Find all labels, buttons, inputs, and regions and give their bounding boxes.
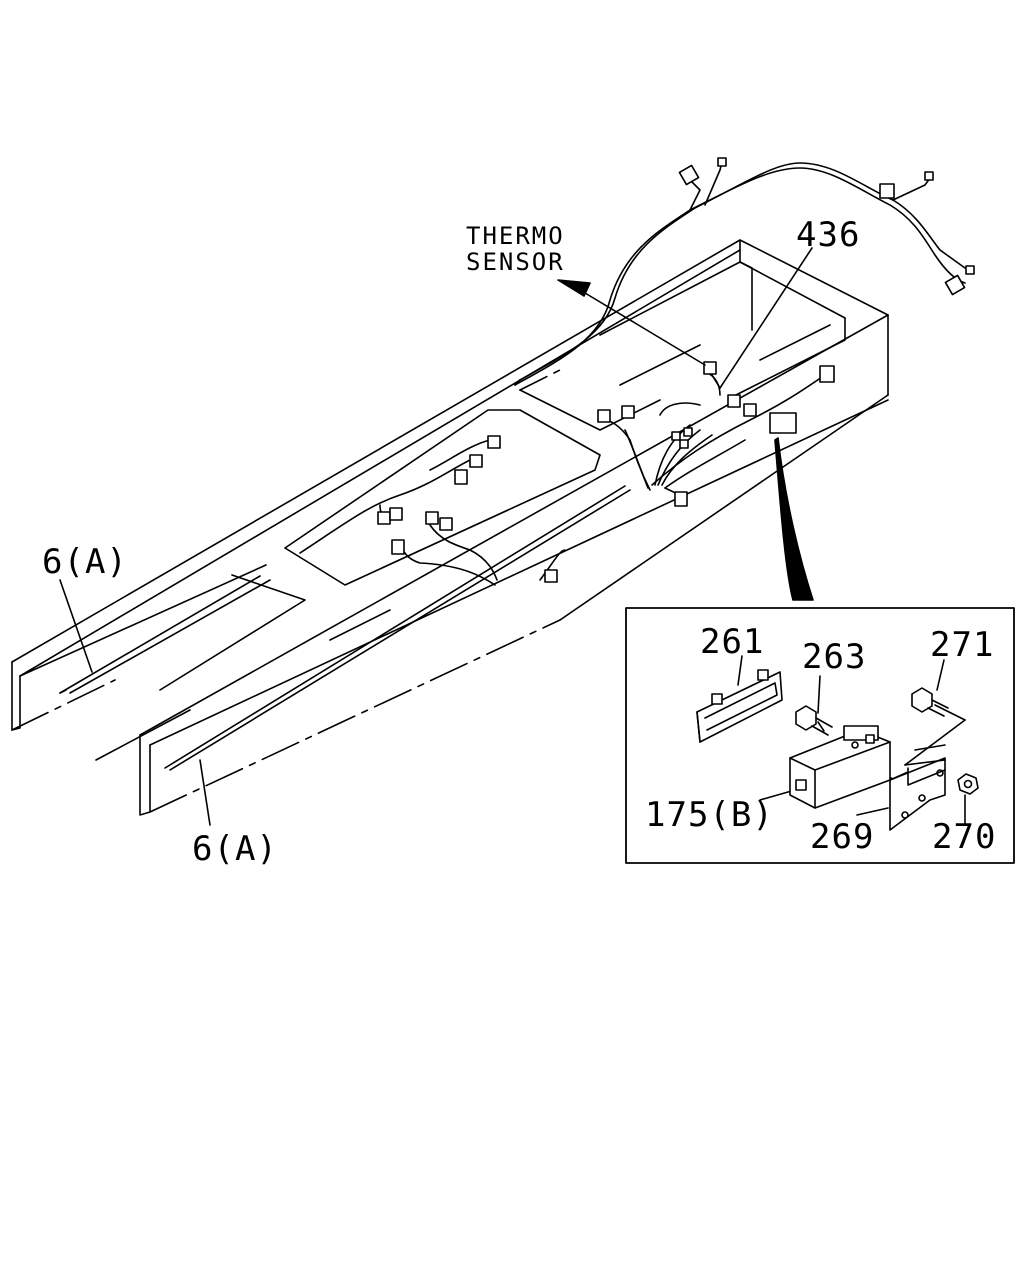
part-263-bolt xyxy=(796,706,832,735)
leader-lines xyxy=(60,248,965,825)
thermo-arrow xyxy=(558,280,705,365)
part-271-bolt xyxy=(912,688,948,716)
detail-box xyxy=(626,608,1014,863)
part-label-269: 269 xyxy=(810,817,875,857)
wire-harness xyxy=(300,162,970,585)
detail-pointer xyxy=(775,438,813,600)
part-label-175b: 175(B) xyxy=(645,795,774,835)
part-label-261: 261 xyxy=(700,622,765,662)
part-label-270: 270 xyxy=(932,817,997,857)
console-frame xyxy=(12,240,888,815)
part-label-263: 263 xyxy=(802,637,867,677)
thermo-label-line1: THERMO xyxy=(466,222,565,250)
part-label-6a-lower: 6(A) xyxy=(192,829,278,869)
part-261-cover xyxy=(697,670,782,742)
part-269-bracket xyxy=(890,720,965,830)
part-label-6a-upper: 6(A) xyxy=(42,542,128,582)
part-label-271: 271 xyxy=(930,625,995,665)
part-175b-block xyxy=(790,726,890,808)
part-270-nut xyxy=(958,774,978,794)
thermo-label-line2: SENSOR xyxy=(466,248,565,276)
connectors xyxy=(378,158,974,582)
part-label-436: 436 xyxy=(796,215,861,255)
